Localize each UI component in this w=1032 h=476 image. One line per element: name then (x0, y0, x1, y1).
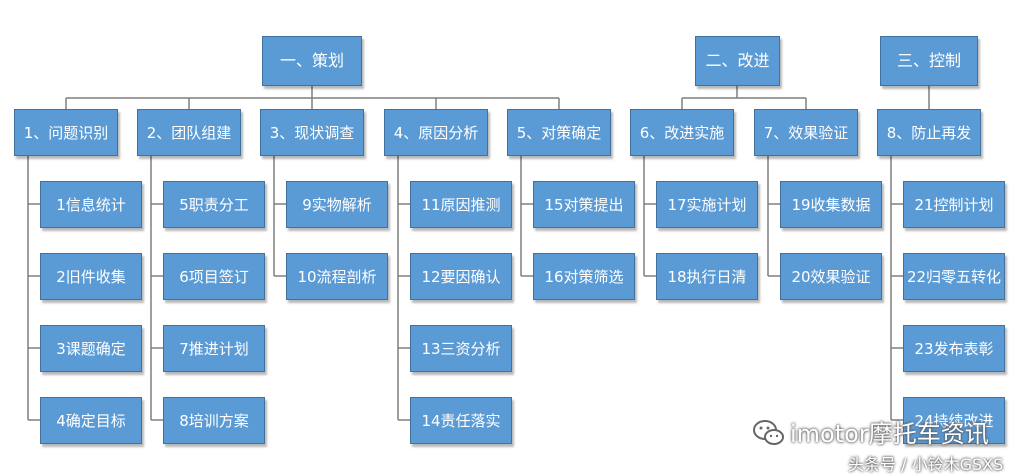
task-box: 24持续改进 (903, 397, 1005, 444)
phase-improve: 二、改进 (695, 36, 780, 86)
task-box: 17实施计划 (656, 181, 758, 228)
task-box: 7推进计划 (163, 325, 265, 372)
task-box: 6项目签订 (163, 253, 265, 300)
task-box: 23发布表彰 (903, 325, 1005, 372)
task-box: 12要因确认 (410, 253, 512, 300)
step-implementation: 6、改进实施 (630, 109, 734, 156)
task-box: 14责任落实 (410, 397, 512, 444)
task-box: 18执行日清 (656, 253, 758, 300)
phase-control: 三、控制 (880, 36, 978, 86)
task-box: 4确定目标 (40, 397, 142, 444)
step-countermeasure: 5、对策确定 (507, 109, 611, 156)
watermark-subtext: 头条号 / 小铃木GSXS (848, 455, 1004, 474)
task-box: 2旧件收集 (40, 253, 142, 300)
task-box: 22归零五转化 (903, 253, 1005, 300)
task-box: 5职责分工 (163, 181, 265, 228)
task-box: 16对策筛选 (533, 253, 635, 300)
task-box: 10流程剖析 (286, 253, 388, 300)
step-effect-verification: 7、效果验证 (754, 109, 858, 156)
step-team-building: 2、团队组建 (137, 109, 241, 156)
task-box: 8培训方案 (163, 397, 265, 444)
step-status-survey: 3、现状调查 (260, 109, 364, 156)
task-box: 3课题确定 (40, 325, 142, 372)
wechat-icon (753, 420, 784, 445)
step-prevent-recurrence: 8、防止再发 (877, 109, 981, 156)
task-box: 13三资分析 (410, 325, 512, 372)
step-problem-identification: 1、问题识别 (14, 109, 118, 156)
step-cause-analysis: 4、原因分析 (384, 109, 488, 156)
task-box: 1信息统计 (40, 181, 142, 228)
watermark-text: imotor摩托车资讯 (790, 420, 989, 448)
task-box: 9实物解析 (286, 181, 388, 228)
task-box: 21控制计划 (903, 181, 1005, 228)
task-box: 19收集数据 (780, 181, 882, 228)
phase-plan: 一、策划 (262, 36, 362, 86)
task-box: 11原因推测 (410, 181, 512, 228)
task-box: 15对策提出 (533, 181, 635, 228)
task-box: 20效果验证 (780, 253, 882, 300)
